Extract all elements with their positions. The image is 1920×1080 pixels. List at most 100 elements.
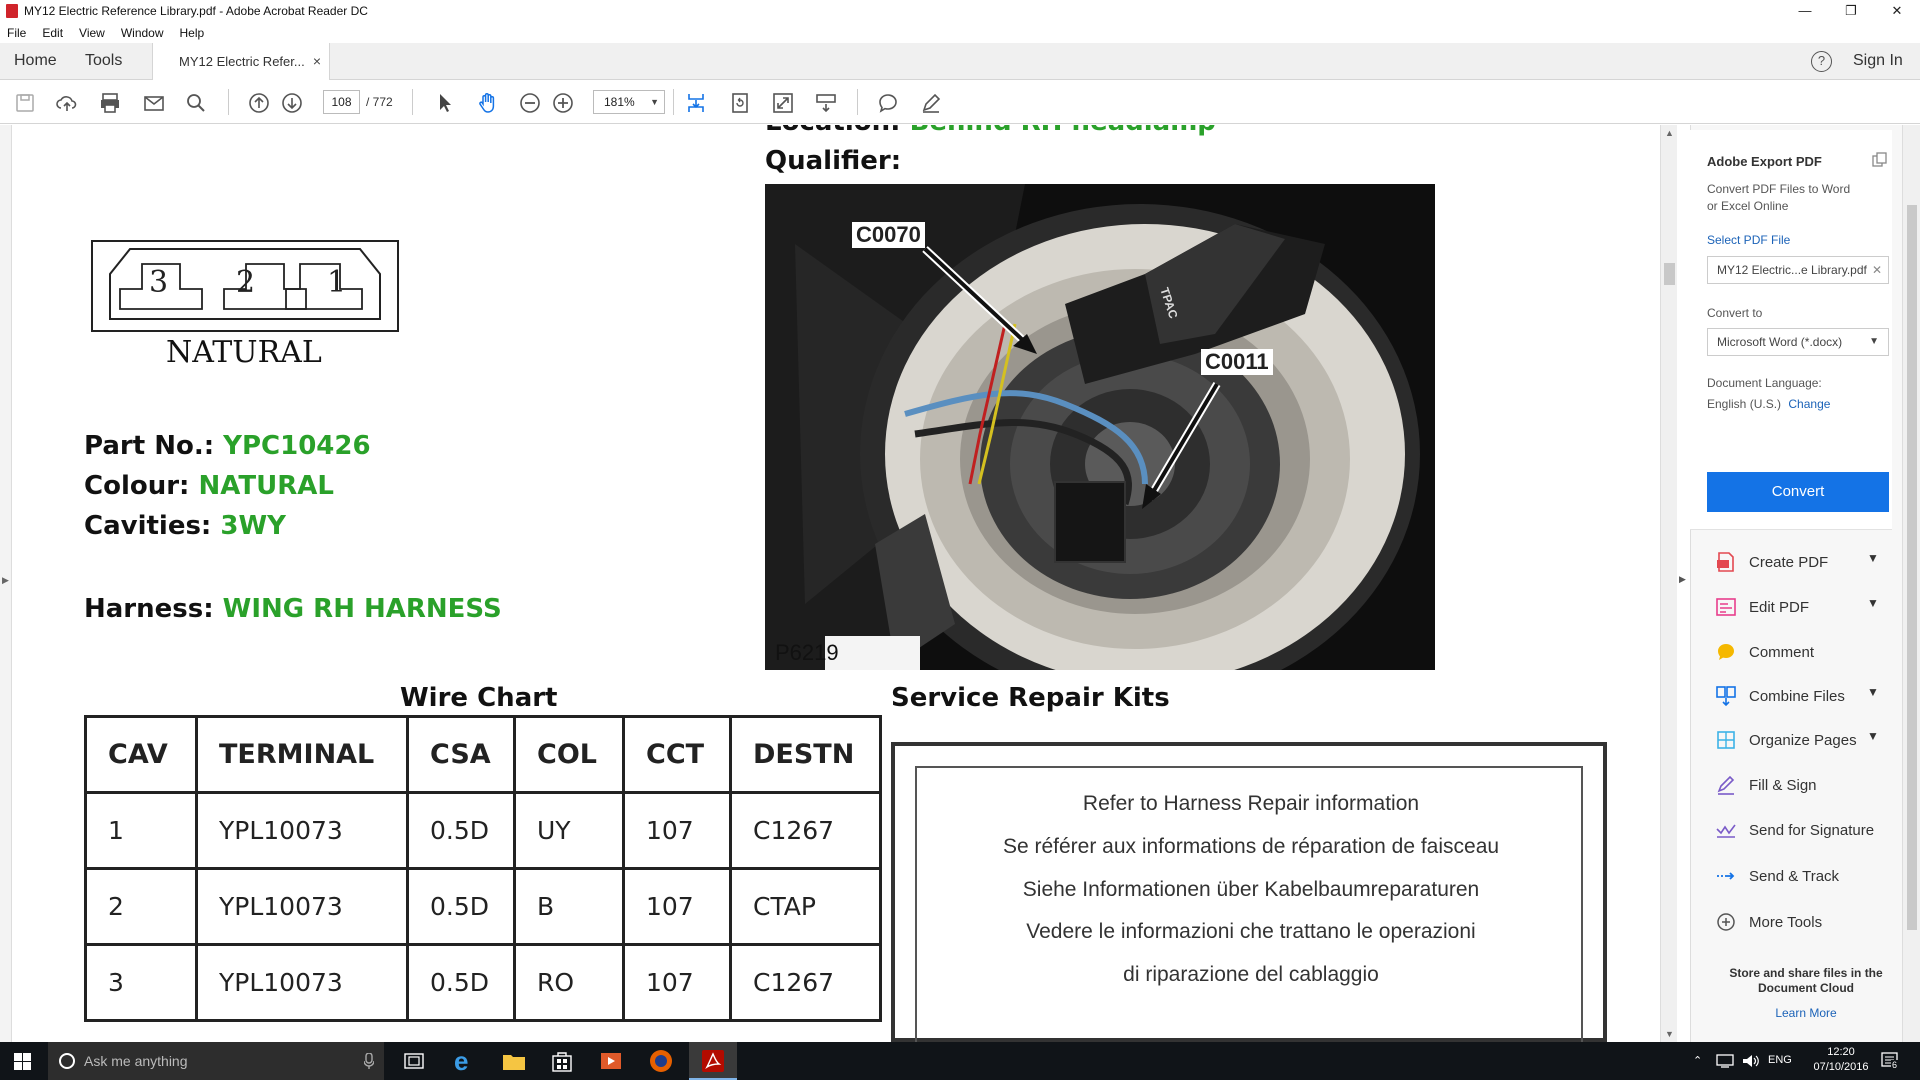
- table-cell: C1267: [729, 791, 882, 870]
- cloud-text-line-2: Document Cloud: [1758, 981, 1854, 995]
- tool-edit-pdf[interactable]: Edit PDF ▼: [1715, 592, 1890, 622]
- language-indicator[interactable]: ENG: [1768, 1054, 1792, 1066]
- prev-page-icon[interactable]: [247, 91, 271, 115]
- help-icon[interactable]: ?: [1811, 51, 1832, 72]
- tool-send-track[interactable]: Send & Track: [1715, 861, 1890, 891]
- scrollbar-thumb[interactable]: [1664, 263, 1675, 285]
- toolbar: 108 / 772 181%▼: [0, 81, 1920, 124]
- clock[interactable]: 12:20 07/10/2016: [1806, 1045, 1876, 1075]
- convert-to-select[interactable]: Microsoft Word (*.docx) ▼: [1707, 328, 1889, 356]
- chevron-down-icon[interactable]: ▼: [1867, 551, 1879, 565]
- tool-more-tools[interactable]: More Tools: [1715, 907, 1890, 937]
- tool-comment[interactable]: Comment: [1715, 637, 1890, 667]
- title-bar: MY12 Electric Reference Library.pdf - Ad…: [0, 0, 1920, 22]
- table-cell: CTAP: [729, 867, 882, 946]
- windows-taskbar: Ask me anything e ⌃ ENG 12:20 07/10/2016…: [0, 1042, 1920, 1080]
- show-hidden-icons[interactable]: ⌃: [1693, 1055, 1703, 1067]
- close-tab-icon[interactable]: ×: [312, 53, 321, 69]
- copy-icon[interactable]: [1872, 152, 1888, 168]
- tool-send-for-signature[interactable]: Send for Signature: [1715, 815, 1890, 845]
- action-center-icon[interactable]: 6: [1880, 1051, 1900, 1071]
- rotate-icon[interactable]: [728, 91, 752, 115]
- hand-icon[interactable]: [476, 91, 500, 115]
- edit-pdf-icon: [1716, 598, 1736, 616]
- edge-browser-icon[interactable]: e: [454, 1046, 469, 1076]
- page-number-input[interactable]: 108: [323, 90, 360, 114]
- collapse-right-panel-icon[interactable]: ▶: [1679, 574, 1686, 584]
- menu-file[interactable]: File: [7, 25, 27, 40]
- minimize-button[interactable]: —: [1798, 3, 1812, 18]
- selected-file-field[interactable]: MY12 Electric...e Library.pdf ✕: [1707, 256, 1889, 284]
- right-panel-scrollbar[interactable]: [1902, 125, 1920, 1042]
- cortana-search-box[interactable]: Ask me anything: [48, 1042, 384, 1080]
- fit-page-icon[interactable]: [684, 91, 708, 115]
- task-view-icon[interactable]: [404, 1053, 424, 1069]
- scroll-up-icon[interactable]: ▲: [1665, 128, 1674, 138]
- firefox-icon[interactable]: [649, 1049, 673, 1073]
- scrollbar-thumb[interactable]: [1907, 205, 1917, 930]
- sign-icon[interactable]: [919, 91, 943, 115]
- create-pdf-icon: [1717, 552, 1734, 572]
- select-file-label: Select PDF File: [1707, 233, 1791, 247]
- column-header: DESTN: [729, 715, 882, 794]
- next-page-icon[interactable]: [280, 91, 304, 115]
- windows-start-icon[interactable]: [14, 1053, 31, 1070]
- tab-home[interactable]: Home: [14, 52, 57, 69]
- tool-label: Send for Signature: [1749, 822, 1875, 839]
- expand-left-panel-icon[interactable]: ▶: [2, 575, 9, 585]
- convert-button[interactable]: Convert: [1707, 472, 1889, 512]
- sign-in-link[interactable]: Sign In: [1853, 52, 1903, 69]
- microphone-icon[interactable]: [364, 1053, 374, 1069]
- menu-window[interactable]: Window: [120, 25, 164, 40]
- learn-more-link[interactable]: Learn More: [1775, 1006, 1837, 1020]
- tool-create-pdf[interactable]: Create PDF ▼: [1715, 547, 1890, 577]
- connector-colour-caption: NATURAL: [166, 335, 322, 370]
- file-explorer-icon[interactable]: [502, 1051, 526, 1071]
- save-icon[interactable]: [13, 91, 37, 115]
- part-number-line: Part No.: YPC10426: [84, 431, 371, 461]
- table-cell: B: [513, 867, 625, 946]
- zoom-select[interactable]: 181%▼: [593, 90, 665, 114]
- doc-language-label: Document Language:: [1707, 376, 1822, 390]
- zoom-out-icon[interactable]: [518, 91, 542, 115]
- chevron-down-icon[interactable]: ▼: [1867, 729, 1879, 743]
- network-icon[interactable]: [1716, 1054, 1736, 1068]
- tool-label: Create PDF: [1749, 554, 1829, 571]
- menu-help[interactable]: Help: [179, 25, 205, 40]
- tab-document[interactable]: MY12 Electric Refer... ×: [152, 43, 330, 80]
- tab-bar: Home Tools MY12 Electric Refer... × ? Si…: [0, 43, 1920, 80]
- close-window-button[interactable]: ✕: [1891, 3, 1903, 18]
- zoom-in-icon[interactable]: [551, 91, 575, 115]
- print-icon[interactable]: [98, 91, 122, 115]
- media-player-icon[interactable]: [600, 1050, 622, 1072]
- comment-icon[interactable]: [876, 91, 900, 115]
- convert-to-value: Microsoft Word (*.docx): [1717, 335, 1843, 349]
- location-value: Behind RH headlamp: [910, 125, 1216, 137]
- tool-label: Comment: [1749, 644, 1815, 661]
- scroll-mode-icon[interactable]: [814, 91, 838, 115]
- store-icon[interactable]: [551, 1050, 573, 1072]
- clear-file-icon[interactable]: ✕: [1871, 263, 1882, 277]
- upload-icon[interactable]: [55, 91, 79, 115]
- email-icon[interactable]: [142, 91, 166, 115]
- restore-button[interactable]: ❐: [1845, 3, 1857, 18]
- tab-tools[interactable]: Tools: [85, 52, 123, 69]
- change-language-link[interactable]: Change: [1788, 397, 1831, 411]
- volume-icon[interactable]: [1742, 1054, 1760, 1068]
- taskbar-acrobat-button[interactable]: [689, 1042, 737, 1080]
- chevron-down-icon[interactable]: ▼: [1867, 685, 1879, 699]
- full-screen-icon[interactable]: [771, 91, 795, 115]
- service-repair-box: Refer to Harness Repair information Se r…: [891, 742, 1607, 1042]
- scroll-down-icon[interactable]: ▼: [1665, 1029, 1674, 1039]
- select-icon[interactable]: [433, 91, 457, 115]
- search-icon[interactable]: [184, 91, 208, 115]
- clock-time: 12:20: [1827, 1046, 1855, 1058]
- document-scrollbar[interactable]: ▲ ▼: [1660, 125, 1677, 1042]
- chevron-down-icon[interactable]: ▼: [1867, 596, 1879, 610]
- tool-fill-sign[interactable]: Fill & Sign: [1715, 770, 1890, 800]
- tool-organize-pages[interactable]: Organize Pages ▼: [1715, 725, 1890, 755]
- menu-edit[interactable]: Edit: [42, 25, 64, 40]
- tool-combine-files[interactable]: Combine Files ▼: [1715, 681, 1890, 711]
- menu-view[interactable]: View: [79, 25, 105, 40]
- clock-date: 07/10/2016: [1813, 1061, 1869, 1073]
